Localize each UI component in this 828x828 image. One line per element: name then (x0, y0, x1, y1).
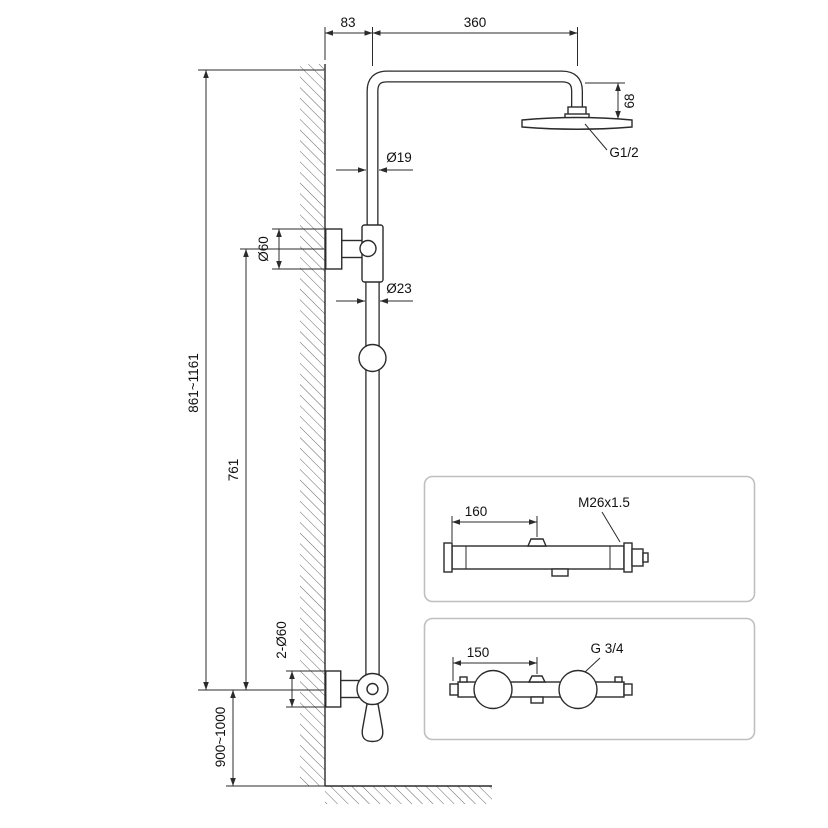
mixer-left-nub (459, 676, 468, 683)
dim-riser-length: 761 (226, 248, 324, 690)
valve-outlet (551, 568, 569, 577)
dim-upper-pipe: Ø19 (336, 150, 413, 173)
inset-top-border (423, 475, 756, 603)
thermostatic-valve-drawing (443, 538, 649, 577)
install-height-label: 900~1000 (213, 707, 228, 767)
dim-360-label: 360 (464, 15, 487, 30)
dim-head-height: 68 (585, 82, 637, 119)
mixer-left-end (449, 683, 459, 696)
inset-bottom-150-label: 150 (467, 645, 490, 660)
valve-right-cap (623, 542, 633, 573)
mixer-right-knob (558, 669, 598, 710)
shower-column (365, 70, 583, 700)
dim-lower-mounts: 2-Ø60 (274, 621, 326, 708)
dim-83-label: 83 (340, 15, 355, 30)
dim-inset-bottom: 150 G 3/4 (452, 641, 624, 681)
riser-length-label: 761 (226, 459, 241, 482)
inset-top-160-label: 160 (465, 504, 488, 519)
dim-lower-pipe: Ø23 (336, 281, 413, 304)
mixer-left-knob (473, 669, 513, 710)
inset-top-thread-label: M26x1.5 (578, 495, 630, 510)
dim-overall-height: 861~1161 (186, 69, 324, 691)
mixer-outlet (530, 696, 544, 704)
dim-wall-offset: 83 (324, 15, 373, 66)
lower-bracket-flange (325, 670, 342, 708)
diverter-valve-body (356, 672, 389, 706)
mixer-valve-drawing (449, 669, 633, 710)
bracket-pivot (359, 239, 377, 258)
lower-assembly (325, 670, 389, 743)
mixer-right-end (623, 683, 633, 696)
valve-left-cap (443, 542, 453, 573)
mixer-right-nub (614, 676, 623, 683)
hand-shower-handle (361, 703, 384, 743)
upper-riser-and-arm (366, 70, 583, 262)
rain-shower-head (521, 106, 633, 130)
floor (325, 785, 492, 804)
inset-bottom-thread-label: G 3/4 (590, 641, 624, 656)
valve-body (451, 545, 625, 570)
label-head-thread: G1/2 (584, 123, 639, 160)
hand-shower-holder (358, 343, 387, 373)
g12-label: G1/2 (609, 145, 638, 160)
inset-mixer-valve: 150 G 3/4 (423, 617, 756, 741)
wall (300, 64, 326, 786)
overall-height-label: 861~1161 (186, 353, 201, 412)
wall-hatch (300, 64, 325, 786)
valve-top-button (526, 538, 548, 547)
head-plate (521, 116, 633, 130)
floor-hatch (325, 786, 492, 804)
dim-inset-top: 160 M26x1.5 (451, 495, 630, 543)
dim-arm-length: 360 (372, 15, 578, 66)
upper-wall-bracket (325, 224, 384, 283)
upper-bracket-flange (325, 228, 343, 270)
d19-label: Ø19 (386, 150, 412, 165)
dim-install-height: 900~1000 (213, 690, 325, 787)
mixer-top-button (527, 675, 547, 683)
d23-label: Ø23 (386, 281, 412, 296)
valve-knob (631, 548, 644, 567)
diverter-knob (366, 682, 379, 696)
lower-mounts-label: 2-Ø60 (274, 621, 289, 659)
dim-68-label: 68 (622, 93, 637, 108)
valve-knob-tip (642, 552, 649, 563)
inset-thermostatic-valve: 160 M26x1.5 (423, 475, 756, 603)
